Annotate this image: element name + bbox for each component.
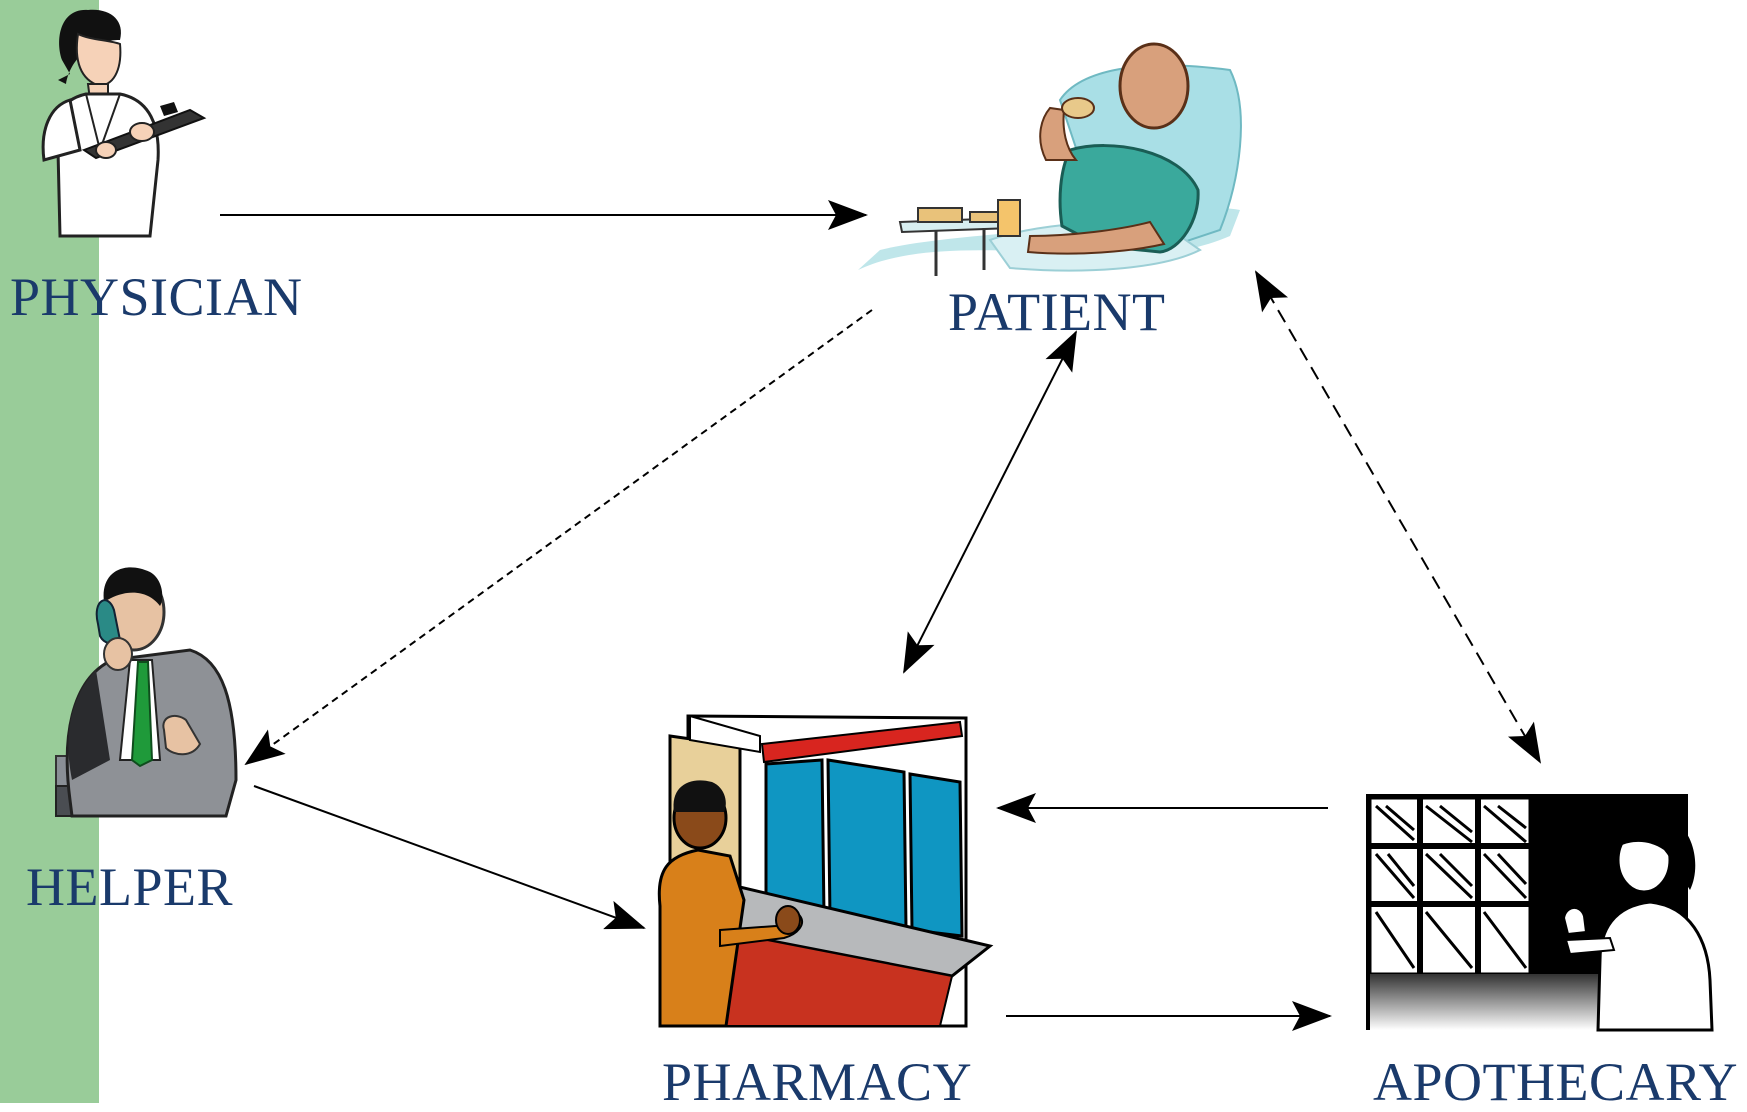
arrow-patient-to-helper — [244, 309, 873, 766]
helper-illustration — [55, 567, 238, 818]
patient-label: PATIENT — [948, 282, 1166, 342]
physician-illustration — [41, 9, 207, 238]
pharmacy-illustration — [657, 714, 994, 1028]
arrow-patient-pharmacy — [903, 330, 1077, 674]
arrow-patient-apothecary — [1254, 270, 1542, 764]
arrow-helper-to-pharmacy — [253, 785, 646, 930]
apothecary-label: APOTHECARY — [1373, 1052, 1739, 1112]
helper-label: HELPER — [26, 857, 234, 917]
pharmacy-label: PHARMACY — [662, 1052, 973, 1112]
arrows-layer — [220, 200, 1542, 1031]
patient-illustration — [858, 42, 1242, 276]
apothecary-illustration — [1366, 794, 1714, 1032]
physician-label: PHYSICIAN — [10, 267, 303, 327]
